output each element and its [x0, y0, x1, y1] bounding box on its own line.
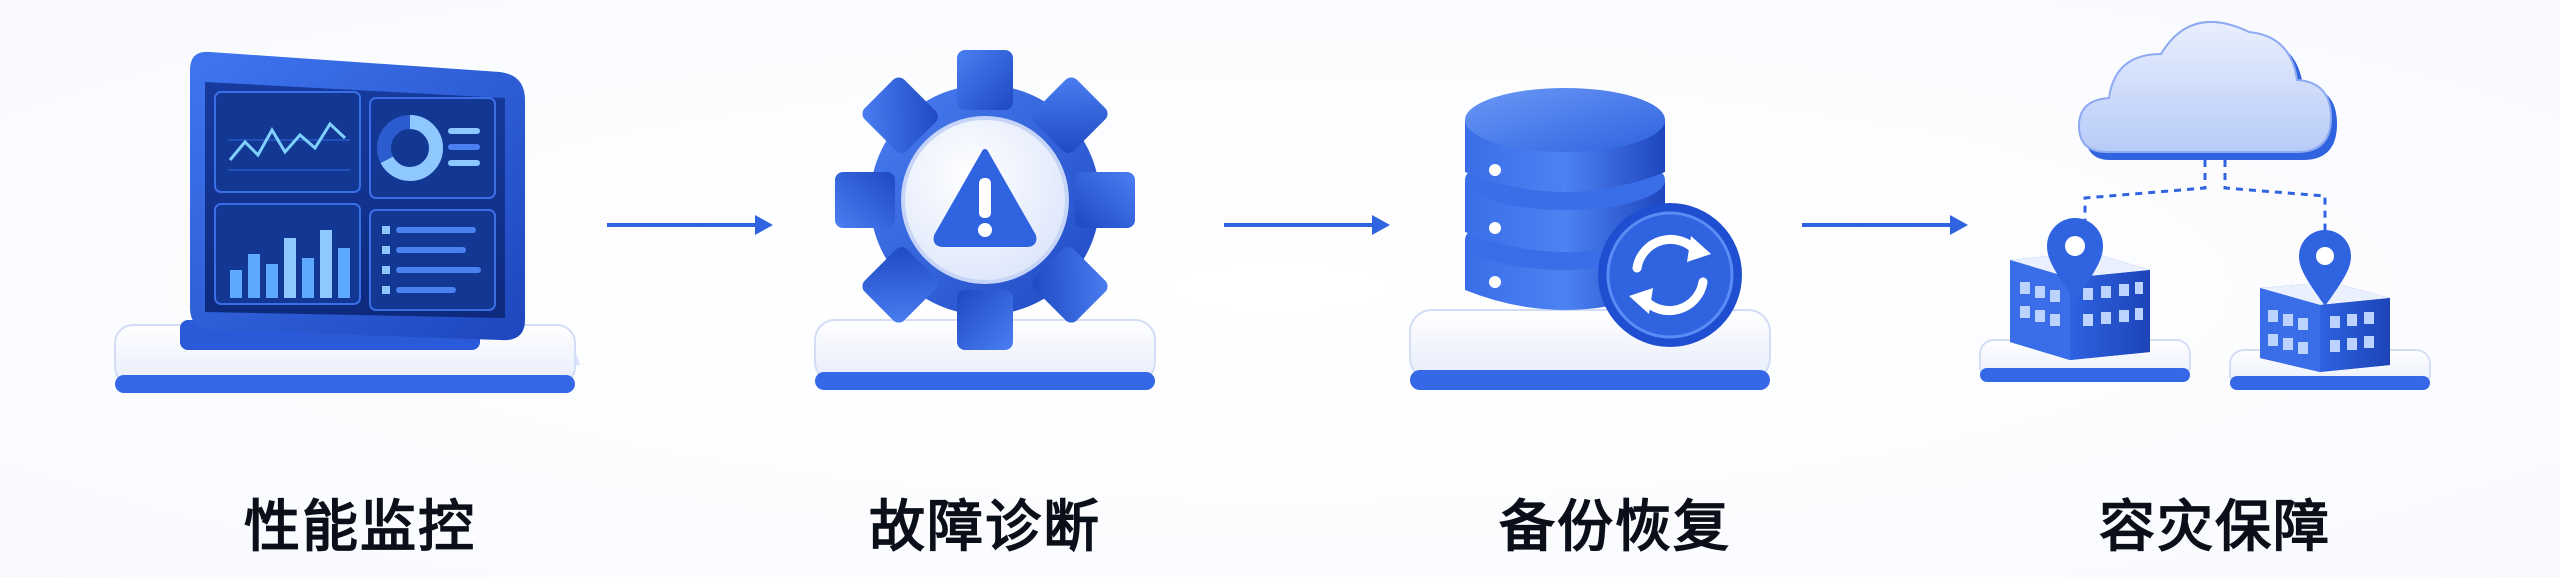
cloud-buildings-icon: [1935, 20, 2495, 460]
arrow-right-icon: [605, 205, 775, 245]
step-fault-diagnosis: 故障诊断: [705, 0, 1265, 577]
step-backup-recovery: 备份恢复: [1335, 0, 1895, 577]
gear-warning-icon: [705, 20, 1265, 460]
step-performance-monitoring: 性能监控: [80, 0, 640, 577]
monitor-dashboard-icon: [80, 20, 640, 460]
step-label: 容灾保障: [2099, 495, 2331, 560]
arrow-right-icon: [1800, 205, 1970, 245]
arrow-right-icon: [1222, 205, 1392, 245]
step-label: 性能监控: [244, 495, 476, 560]
step-label: 备份恢复: [1499, 495, 1731, 560]
database-sync-icon: [1335, 20, 1895, 460]
step-disaster-recovery: 容灾保障: [1935, 0, 2495, 577]
step-label: 故障诊断: [869, 495, 1101, 560]
